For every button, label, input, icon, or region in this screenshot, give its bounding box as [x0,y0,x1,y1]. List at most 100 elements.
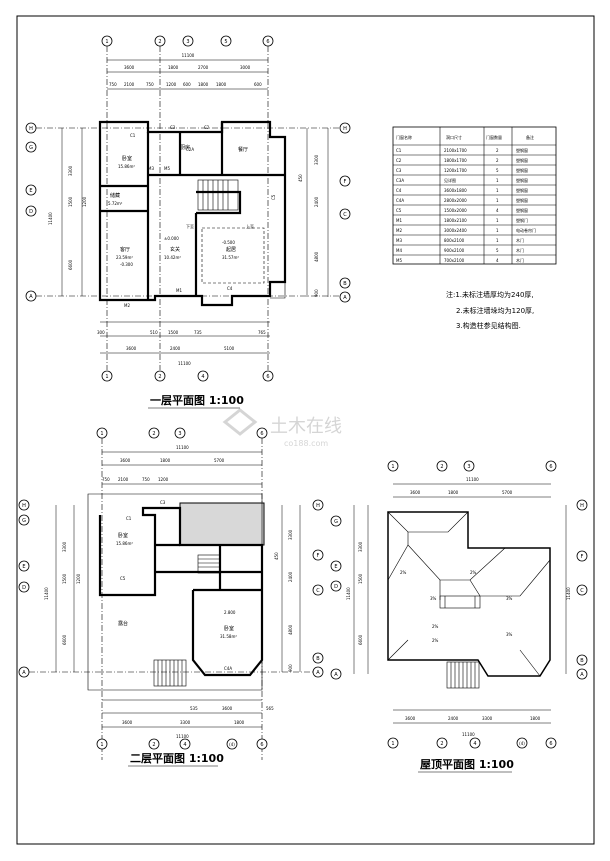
dimension: 11400 [48,212,53,225]
axis-label: 2 [152,431,155,437]
dimension: 900 [314,289,319,297]
table-cell: 1 [496,238,499,243]
total-dimension: 11100 [182,53,195,58]
dimension: 1500 [62,573,67,584]
door-label: M1 [176,288,182,293]
dimension: 2100 [124,82,135,87]
table-cell: 电动卷帘门 [516,227,536,233]
table-cell: C3 [396,168,402,173]
dimension: 735 [194,330,202,335]
axis-label: 1 [391,741,394,747]
dimension: 765 [258,330,266,335]
dimension: 1800 [448,490,459,495]
dimension: 1800 [160,458,171,463]
axis-label: 3 [467,464,470,470]
dimension: 1200 [166,82,177,87]
axis-label: 6 [260,742,263,748]
axis-label: C [580,588,584,594]
window-label: C3 [160,500,166,505]
axis-label: G [334,519,338,525]
dimension: 4800 [288,624,293,635]
dimension: 2400 [170,346,181,351]
table-cell: 2100x1700 [444,148,467,153]
axis-label: 1 [391,464,394,470]
axis-label: 3 [178,431,181,437]
axis-label: B [343,281,347,287]
dimension: 3300 [180,720,191,725]
axis-label: G [22,518,26,524]
table-cell: 塑钢门 [516,217,528,223]
axis-label: G [29,145,33,151]
plan-title: 二层平面图 1:100 [130,752,224,765]
plan-title: 屋顶平面图 1:100 [420,758,514,771]
axis-label: A [316,670,320,676]
table-cell: C4 [396,188,402,193]
table-cell: 塑钢窗 [516,167,528,173]
axis-label: (4) [519,741,525,746]
dimension: 5100 [224,346,235,351]
level-mark: -0.300 [120,262,133,267]
dimension: 2400 [314,196,319,207]
axis-label: 6 [549,741,552,747]
axis-label: H [29,126,33,132]
axis-label: A [334,672,338,678]
axis-label: H [580,503,584,509]
dimension: 2400 [288,571,293,582]
window-label: C1 [130,133,136,138]
dimension: 565 [266,706,274,711]
axis-label: 6 [266,374,269,380]
table-cell: 塑钢窗 [516,177,528,183]
dimension: 3600 [126,346,137,351]
sheet-border [16,15,595,845]
table-cell: 1800x2100 [444,218,467,223]
dimension: 6600 [68,259,73,270]
table-cell: 塑钢窗 [516,197,528,203]
dimension: 6600 [358,634,363,645]
window-label: C2 [204,125,210,130]
axis-label: C [343,212,347,218]
axis-label: C [316,588,320,594]
axis-label: 2 [152,742,155,748]
axis-label: H [316,503,320,509]
room-name: 露台 [118,620,128,627]
axis-label: F [581,554,584,560]
room-area: 31.57m² [222,255,239,260]
axis-label: A [22,670,26,676]
slope-mark: 3% [506,632,513,637]
table-cell: 木门 [516,237,524,243]
table-cell: 700x2100 [444,258,465,263]
dimension: 3300 [62,541,67,552]
table-cell: C4A [396,198,404,203]
dimension: 3600 [120,458,131,463]
dimension: 1800 [530,716,541,721]
note-line: 注:1.未标注墙厚均为240厚, [446,290,534,299]
axis-label: A [580,672,584,678]
room-name: 储藏 [110,192,120,199]
room-area: 15.86m² [118,164,135,169]
table-cell: 3000x2400 [444,228,467,233]
watermark-text: 土木在线 [270,416,342,437]
axis-label: 2 [440,464,443,470]
table-cell: C5 [396,208,402,213]
slope-mark: 2% [432,624,439,629]
dimension: 4800 [314,251,319,262]
room-area: 15.86m² [116,541,133,546]
table-cell: M3 [396,238,402,243]
room-name: 卧室 [118,532,128,539]
axis-label: B [316,656,320,662]
dimension: 1500 [358,573,363,584]
window-label: C4A [224,666,232,671]
second-floor-plan: 1 2 3 6 11100 3600 1800 5700 750 2100 75… [18,427,324,767]
table-cell: C3A [396,178,404,183]
dimension: 11400 [346,587,351,600]
dimension: 1200 [82,196,87,207]
slope-mark: 3% [506,596,513,601]
door-label: M5 [164,166,170,171]
stair-label: 下至 [186,224,194,229]
room-name: 玄关 [170,246,180,253]
level-mark: 2.800 [224,610,236,615]
dimension: 1800 [198,82,209,87]
axis-label: 2 [158,39,161,45]
roof-plan: 1 2 3 6 11100 3600 1800 5700 G E D A 114… [330,460,588,773]
